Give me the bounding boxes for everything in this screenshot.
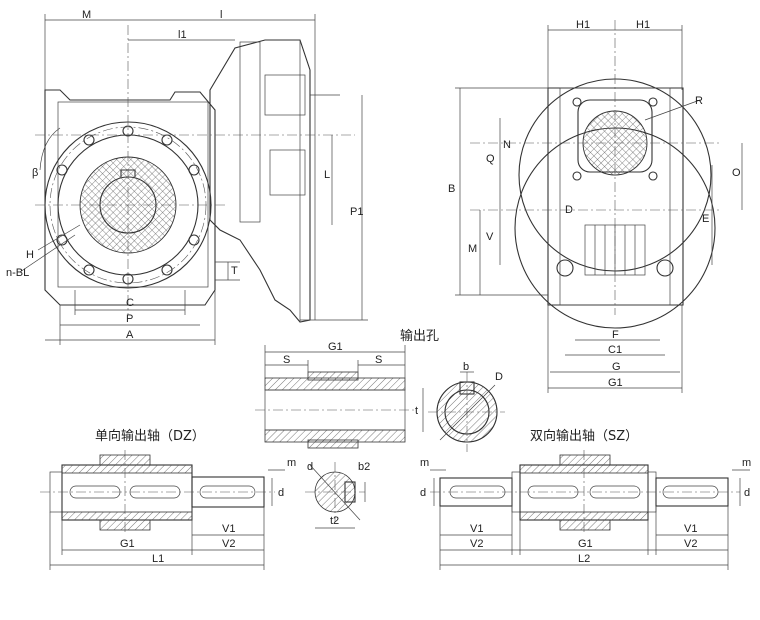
label-F: F [612, 329, 619, 341]
label-H1-right: H1 [636, 19, 650, 31]
double-output-shaft [430, 450, 750, 570]
label-l1: l1 [178, 29, 187, 41]
label-R: R [695, 95, 703, 107]
label-L2-sz: L2 [578, 553, 590, 565]
label-V2-sz-left: V2 [470, 538, 483, 550]
label-l: l [220, 9, 222, 21]
label-d-dz: d [278, 487, 284, 499]
label-G1-hole: G1 [328, 341, 343, 353]
single-output-shaft [40, 450, 366, 570]
label-V1-sz-right: V1 [684, 523, 697, 535]
output-hole-section [255, 345, 505, 452]
label-G1-dz: G1 [120, 538, 135, 550]
side-view [455, 20, 743, 393]
label-d-sz-left: d [420, 487, 426, 499]
label-S-right: S [375, 354, 382, 366]
label-nBL: n-BL [6, 267, 29, 279]
caption-output-hole: 输出孔 [400, 328, 439, 344]
label-m-sz-left: m [420, 457, 429, 469]
label-C1: C1 [608, 344, 622, 356]
label-m-dz: m [287, 457, 296, 469]
label-d-sz-right: d [744, 487, 750, 499]
label-t-key: t [415, 405, 418, 417]
label-section-t2: t2 [330, 515, 339, 527]
label-M-side: M [468, 243, 477, 255]
label-V2-sz-right: V2 [684, 538, 697, 550]
label-E: E [702, 213, 709, 225]
label-L1-dz: L1 [152, 553, 164, 565]
label-L: L [324, 169, 330, 181]
label-V1-sz-left: V1 [470, 523, 483, 535]
label-B: B [448, 183, 455, 195]
label-Q: Q [486, 153, 495, 165]
label-beta: β [32, 167, 38, 179]
dimension-labels: M l l1 H1 H1 R β N Q O B L P1 D E H n-BL… [6, 9, 751, 565]
label-N: N [503, 139, 511, 151]
label-G1-side: G1 [608, 377, 623, 389]
label-H: H [26, 249, 34, 261]
captions: 输出孔 单向输出轴（DZ） 双向输出轴（SZ） [95, 328, 638, 444]
label-H1-left: H1 [576, 19, 590, 31]
label-T: T [231, 265, 238, 277]
caption-single-shaft: 单向输出轴（DZ） [95, 428, 205, 444]
label-V1-dz: V1 [222, 523, 235, 535]
front-view [19, 14, 368, 345]
label-V: V [486, 231, 494, 243]
caption-double-shaft: 双向输出轴（SZ） [530, 428, 638, 444]
label-V2-dz: V2 [222, 538, 235, 550]
label-G1-sz: G1 [578, 538, 593, 550]
label-section-d: d [307, 461, 313, 473]
label-D-front: D [565, 204, 573, 216]
label-P: P [126, 313, 133, 325]
label-section-b2: b2 [358, 461, 370, 473]
label-S-left: S [283, 354, 290, 366]
label-D-key: D [495, 371, 503, 383]
label-b-key: b [463, 361, 469, 373]
label-M: M [82, 9, 91, 21]
label-m-sz-right: m [742, 457, 751, 469]
label-A: A [126, 329, 134, 341]
label-O: O [732, 167, 741, 179]
label-G: G [612, 361, 621, 373]
label-P1: P1 [350, 206, 363, 218]
label-C: C [126, 297, 134, 309]
